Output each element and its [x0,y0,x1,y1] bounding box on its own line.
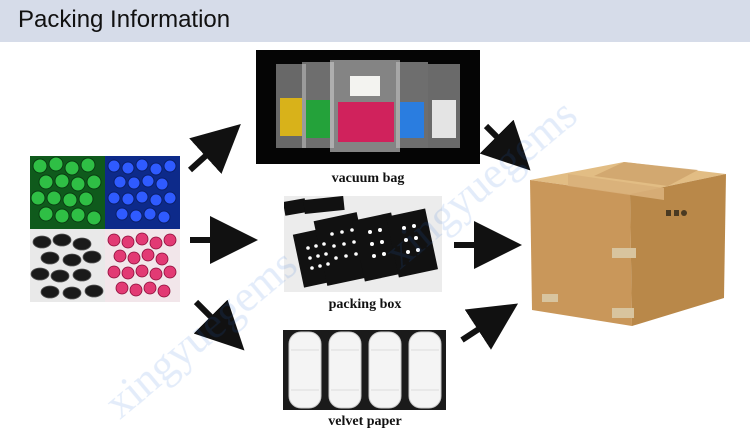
arrow-down-right-icon [193,299,245,351]
cardboard-box-photo [528,160,728,330]
vacuum-bag-label: vacuum bag [331,171,405,186]
arrow-down-right-icon [479,119,531,171]
velvet-paper-label: velvet paper [328,414,402,429]
page-header: Packing Information [0,0,750,42]
arrow-up-right-icon [187,123,241,174]
packing-box-photo [284,196,442,292]
watermark-text: xingyuegems [95,239,306,427]
page-title: Packing Information [18,6,231,33]
arrow-up-right-icon [460,303,519,350]
velvet-paper-photo [283,330,446,410]
watermark-text: xingyuegems [375,89,586,277]
vacuum-bag-photo [256,50,480,164]
gemstones-photo [30,156,180,302]
packing-box-label: packing box [328,297,402,312]
